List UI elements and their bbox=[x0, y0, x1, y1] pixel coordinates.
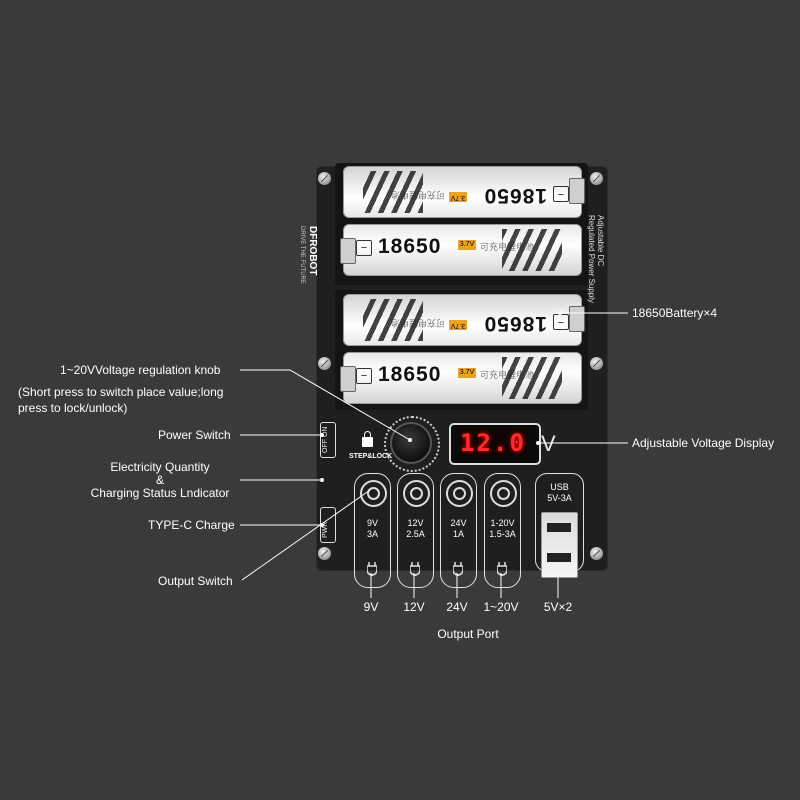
label-indicator-2: & bbox=[155, 473, 164, 487]
plug-icon bbox=[497, 562, 507, 576]
knob-scale-ring bbox=[384, 416, 440, 472]
port-label-9v: 9V bbox=[363, 600, 379, 614]
battery-voltage-tag: 3.7V bbox=[458, 240, 476, 250]
label-knob: 1~20VVoltage regulation knob bbox=[60, 363, 221, 377]
screw-mid-right bbox=[590, 357, 603, 370]
battery-4: − 18650 3.7V 可充电锂电池 bbox=[340, 352, 582, 404]
screw-top-left bbox=[318, 172, 331, 185]
battery-cap bbox=[569, 178, 585, 204]
usb-slot bbox=[547, 553, 571, 562]
battery-voltage-tag: 3.7V bbox=[458, 368, 476, 378]
battery-3: − 18650 3.7V 可充电锂电池 bbox=[343, 294, 585, 346]
plug-icon bbox=[367, 562, 377, 576]
voltage-unit: V bbox=[541, 431, 556, 456]
screw-mid-left bbox=[318, 357, 331, 370]
port-label-adjustable: 1~20V bbox=[483, 600, 519, 614]
plug-icon bbox=[453, 562, 463, 576]
battery-model: 18650 bbox=[483, 312, 547, 335]
output-switch-button[interactable] bbox=[446, 480, 473, 507]
lock-icon bbox=[362, 431, 373, 447]
battery-wrap-stripes bbox=[502, 229, 562, 271]
battery-model: 18650 bbox=[483, 184, 547, 207]
step-lock-label: STEP&LOCK bbox=[349, 453, 393, 460]
label-knob-note-1: (Short press to switch place value;long bbox=[18, 385, 224, 399]
battery-wrap-stripes bbox=[363, 171, 423, 213]
port-label-24v: 24V bbox=[446, 600, 468, 614]
side-text-1: Adjustable DC bbox=[596, 215, 605, 267]
label-indicator-1: Electricity Quantity bbox=[110, 460, 210, 474]
power-switch-text: OFF ON bbox=[322, 426, 329, 453]
battery-minus-symbol: − bbox=[356, 240, 372, 256]
label-knob-note-2: press to lock/unlock) bbox=[18, 401, 128, 415]
side-text-2: Regulated Power Supply bbox=[587, 215, 596, 304]
battery-minus-symbol: − bbox=[356, 368, 372, 384]
battery-model: 18650 bbox=[378, 363, 442, 386]
label-typec: TYPE-C Charge bbox=[148, 518, 235, 532]
voltage-regulation-knob[interactable] bbox=[390, 422, 432, 464]
label-output-switch: Output Switch bbox=[158, 574, 233, 588]
label-indicator-3: Charging Status Lndicator bbox=[90, 486, 230, 500]
brand-tagline: DRIVE THE FUTURE bbox=[299, 226, 305, 284]
battery-model: 18650 bbox=[378, 235, 442, 258]
battery-cap bbox=[340, 366, 356, 392]
label-output-port: Output Port bbox=[437, 627, 499, 641]
port-label-12v: 12V bbox=[403, 600, 425, 614]
output-switch-button[interactable] bbox=[490, 480, 517, 507]
screw-top-right bbox=[590, 172, 603, 185]
battery-cap bbox=[569, 306, 585, 332]
brand-logo: DFROBOT bbox=[307, 226, 318, 276]
usb-slot bbox=[547, 523, 571, 532]
battery-cap bbox=[340, 238, 356, 264]
screw-bottom-left bbox=[318, 547, 331, 560]
battery-wrap-stripes bbox=[363, 299, 423, 341]
label-power-switch: Power Switch bbox=[158, 428, 231, 442]
typec-port-text: PWR bbox=[322, 521, 329, 538]
typec-port[interactable]: PWR bbox=[320, 507, 336, 543]
plug-icon bbox=[410, 562, 420, 576]
screw-bottom-right bbox=[590, 547, 603, 560]
voltage-display-digits: 12.0 bbox=[459, 429, 527, 457]
battery-minus-symbol: − bbox=[553, 314, 569, 330]
label-display: Adjustable Voltage Display bbox=[632, 436, 775, 450]
battery-voltage-tag: 3.7V bbox=[449, 320, 467, 330]
battery-wrap-stripes bbox=[502, 357, 562, 399]
power-switch[interactable]: OFF ON bbox=[320, 422, 336, 458]
voltage-display: 12.0 bbox=[449, 423, 541, 465]
battery-1: − 18650 3.7V 可充电锂电池 bbox=[343, 166, 585, 218]
usb-jack[interactable] bbox=[541, 512, 578, 578]
output-switch-button[interactable] bbox=[403, 480, 430, 507]
battery-minus-symbol: − bbox=[553, 186, 569, 202]
port-label-usb: 5V×2 bbox=[543, 600, 573, 614]
label-battery: 18650Battery×4 bbox=[632, 306, 718, 320]
output-switch-button[interactable] bbox=[360, 480, 387, 507]
battery-voltage-tag: 3.7V bbox=[449, 192, 467, 202]
battery-2: − 18650 3.7V 可充电锂电池 bbox=[340, 224, 582, 276]
